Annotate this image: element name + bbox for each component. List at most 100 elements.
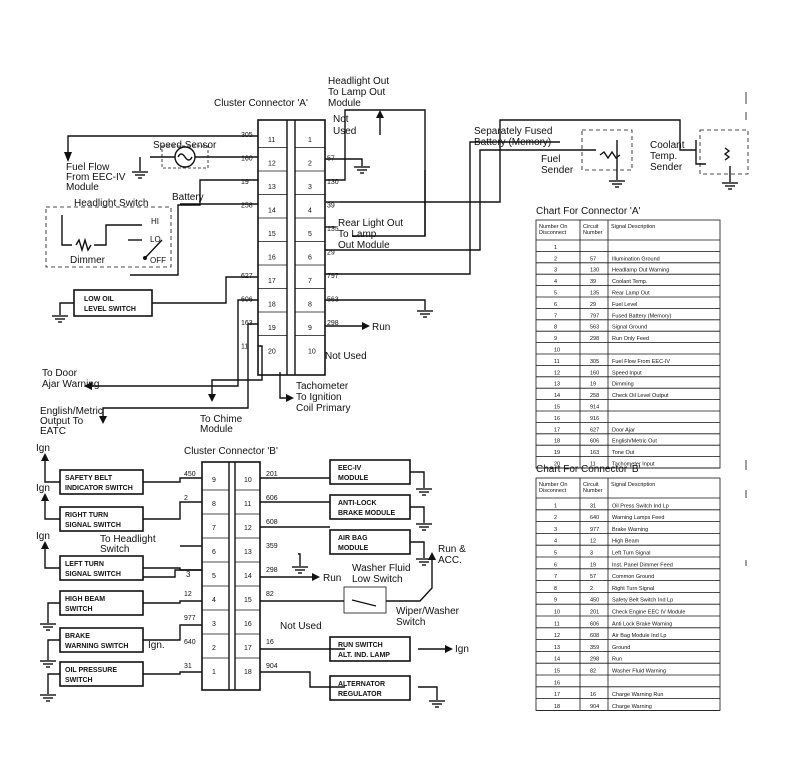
connector-b-left-pin: 3 bbox=[212, 621, 216, 628]
chart-cell: 13 bbox=[554, 645, 560, 651]
chart-cell: 20 bbox=[554, 462, 560, 468]
chart-cell: 5 bbox=[554, 291, 557, 297]
connector-a-right-circuit: 39 bbox=[327, 203, 335, 210]
chart-cell: 4 bbox=[554, 539, 557, 545]
connector-a-left-pin: 17 bbox=[268, 278, 276, 285]
chart-cell: 9 bbox=[554, 598, 557, 604]
chart-cell: 57 bbox=[590, 256, 596, 262]
chart-cell: 3 bbox=[554, 527, 557, 533]
chart-cell: 15 bbox=[554, 669, 560, 675]
chart-cell: 13 bbox=[554, 382, 560, 388]
wire-ground-high-beam-switch bbox=[47, 602, 60, 623]
chart-cell: English/Metric Out bbox=[612, 439, 657, 445]
connector-b-left-pin: 2 bbox=[212, 645, 216, 652]
ground-icon bbox=[417, 310, 433, 318]
chart-cell: 17 bbox=[554, 692, 560, 698]
connector-b-right-pin: 12 bbox=[244, 525, 252, 532]
connector-a-right-pin: 10 bbox=[308, 349, 316, 356]
wire-ign-safety-belt-switch bbox=[44, 461, 60, 483]
connector-b-right-circuit: 201 bbox=[266, 471, 278, 478]
chart-cell: 305 bbox=[590, 359, 599, 365]
chart-cell: Fused Battery (Memory) bbox=[612, 313, 671, 319]
connector-a-right-circuit: 130 bbox=[327, 179, 339, 186]
connector-b-left-pin: 6 bbox=[212, 549, 216, 556]
switch-blade-icon bbox=[351, 599, 377, 607]
chart-cell: 16 bbox=[590, 692, 596, 698]
lo-label: LO bbox=[150, 235, 161, 244]
wire-ground-antilock-brake-module bbox=[410, 506, 425, 523]
ign-label: Ign bbox=[36, 443, 50, 454]
connector-b-right-circuit: 16 bbox=[266, 639, 274, 646]
run-acc-label: Run &ACC. bbox=[438, 544, 466, 566]
connector-a-left-circuit: 19 bbox=[241, 179, 249, 186]
resistor-icon bbox=[75, 237, 92, 253]
chart-cell: Check Engine EEC IV Module bbox=[612, 610, 685, 616]
wire-brake-warning-switch bbox=[143, 624, 202, 641]
chart-cell: 18 bbox=[554, 439, 560, 445]
chart-cell: 2 bbox=[554, 256, 557, 262]
chart-cell: 6 bbox=[554, 562, 557, 568]
ground-icon bbox=[609, 180, 625, 188]
chart-cell: 201 bbox=[590, 610, 599, 616]
battery-label: Battery bbox=[172, 192, 204, 203]
arrow-right-icon bbox=[362, 322, 370, 330]
chart-cell: 606 bbox=[590, 439, 599, 445]
connector-a-left-circuit: 160 bbox=[241, 156, 253, 163]
connector-a-left-pin: 18 bbox=[268, 302, 276, 309]
connector-b-right-pin: 10 bbox=[244, 477, 252, 484]
ground-icon bbox=[40, 623, 56, 631]
chart-cell: 6 bbox=[554, 302, 557, 308]
chart-cell: 14 bbox=[554, 657, 560, 663]
ground-icon bbox=[722, 182, 738, 190]
ground-icon bbox=[416, 488, 432, 496]
wire-627 bbox=[152, 276, 258, 304]
connector-a-left-pin: 14 bbox=[268, 208, 276, 215]
connector-a-left-circuit: 258 bbox=[241, 203, 253, 210]
chart-cell: 2 bbox=[554, 515, 557, 521]
ground-icon bbox=[52, 315, 68, 323]
connector-b-right-pin: 14 bbox=[244, 573, 252, 580]
connector-a-body bbox=[257, 119, 326, 376]
chart-cell: Inst. Panel Dimmer Feed bbox=[612, 562, 673, 568]
chart-cell: 916 bbox=[590, 416, 599, 422]
wire-904 bbox=[260, 671, 345, 688]
chart-cell: 15 bbox=[554, 405, 560, 411]
connector-b-left-pin: 9 bbox=[212, 477, 216, 484]
fuel-sender-box bbox=[581, 129, 633, 171]
chart-cell: 797 bbox=[590, 313, 599, 319]
chart-cell: 16 bbox=[554, 416, 560, 422]
chart-cell: Run bbox=[612, 657, 622, 663]
chart-cell: Brake Warning bbox=[612, 527, 648, 533]
wire-dimmer bbox=[61, 215, 72, 246]
chart-cell: 3 bbox=[554, 268, 557, 274]
connector-b-left-pin: 1 bbox=[212, 669, 216, 676]
chart-cell: 31 bbox=[590, 503, 596, 509]
arrow-down-icon bbox=[208, 394, 216, 402]
chart-cell: 298 bbox=[590, 336, 599, 342]
chart-cell: 19 bbox=[590, 562, 596, 568]
chart-cell: 8 bbox=[554, 325, 557, 331]
ign-label: Ign bbox=[36, 483, 50, 494]
chart-cell: 11 bbox=[554, 621, 560, 627]
chart-cell: 12 bbox=[554, 370, 560, 376]
wire-right-turn-switch bbox=[143, 501, 202, 520]
ign-brake-label: Ign. bbox=[148, 640, 165, 651]
chart-cell: 130 bbox=[590, 268, 599, 274]
chart-cell: 914 bbox=[590, 405, 599, 411]
chart-cell: 17 bbox=[554, 427, 560, 433]
chart-cell: 5 bbox=[554, 551, 557, 557]
chart-cell: Charge Warning Run bbox=[612, 692, 663, 698]
connector-a-right-pin: 4 bbox=[308, 208, 312, 215]
off-label: OFF bbox=[150, 256, 166, 265]
wire-english-metric bbox=[102, 323, 258, 420]
chart-cell: Run Only Feed bbox=[612, 336, 649, 342]
